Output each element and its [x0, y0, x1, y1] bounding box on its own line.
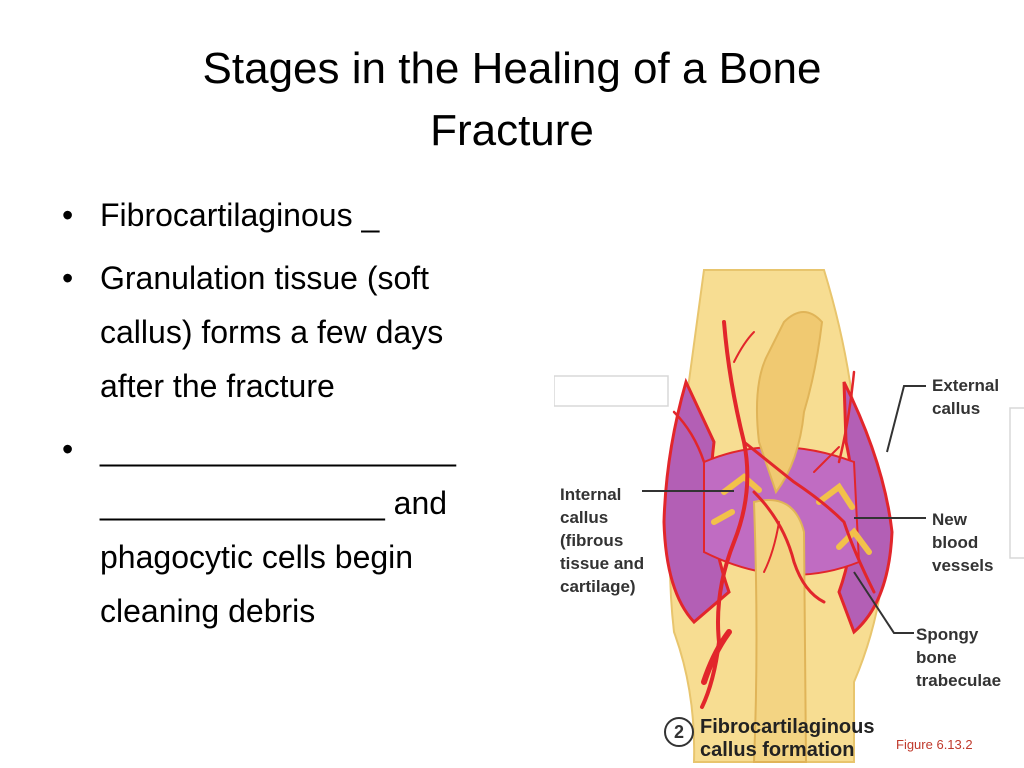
leader-lines: [642, 385, 926, 634]
leader-external-callus: [886, 385, 926, 453]
label-line: (fibrous: [560, 531, 624, 550]
caption-step-number: 2: [664, 717, 694, 747]
label-line: blood: [932, 533, 979, 552]
blank-label-box-right: [1009, 407, 1024, 559]
bullet-line: Fibrocartilaginous _: [100, 197, 380, 233]
bullet-line: phagocytic cells begin: [100, 539, 414, 575]
label-line: bone: [916, 648, 957, 667]
bullet-item: Fibrocartilaginous _: [60, 188, 560, 242]
label-line: callus: [932, 399, 981, 418]
bone-fracture-illustration: [554, 269, 1024, 763]
label-line: Spongy: [916, 625, 979, 644]
label-line: External: [932, 376, 1000, 395]
title-line-2: Fracture: [430, 106, 594, 155]
bullet-line: cleaning debris: [100, 593, 316, 629]
label-line: tissue and: [560, 554, 645, 573]
label-line: callus: [560, 508, 609, 527]
slide-title: Stages in the Healing of a Bone Fracture: [60, 38, 964, 162]
bone-fragment-upper: [755, 311, 824, 495]
label-internal-callus: Internal callus (fibrous tissue and cart…: [560, 483, 644, 598]
title-line-1: Stages in the Healing of a Bone: [202, 44, 822, 93]
bullet-item: ____________________ ________________ an…: [60, 422, 560, 638]
figure-reference: Figure 6.13.2: [896, 737, 973, 752]
label-external-callus: External callus: [932, 374, 999, 420]
label-spongy-bone: Spongy bone trabeculae: [916, 623, 1001, 692]
bullet-list: Fibrocartilaginous _ Granulation tissue …: [60, 188, 560, 647]
label-new-blood-vessels: New blood vessels: [932, 508, 993, 577]
figure-caption: Fibrocartilaginous callus formation: [700, 716, 874, 762]
leader-spongy-bone: [853, 571, 914, 634]
bullet-line: ________________ and: [100, 485, 448, 521]
label-line: vessels: [932, 556, 994, 575]
blood-vessels: [672, 320, 876, 709]
spongy-trabeculae: [711, 473, 872, 555]
label-line: trabeculae: [916, 671, 1002, 690]
bullet-line: after the fracture: [100, 368, 335, 404]
caption-line: Fibrocartilaginous: [700, 716, 875, 738]
label-line: Internal: [560, 485, 622, 504]
blank-label-box-left: [554, 375, 669, 407]
label-line: New: [932, 510, 967, 529]
bullet-item: Granulation tissue (soft callus) forms a…: [60, 251, 560, 413]
bullet-line: callus) forms a few days: [100, 314, 444, 350]
bullet-line: ____________________: [100, 431, 456, 467]
caption-line: callus formation: [700, 739, 855, 761]
bullet-line: Granulation tissue (soft: [100, 260, 430, 296]
label-line: cartilage): [560, 577, 636, 596]
